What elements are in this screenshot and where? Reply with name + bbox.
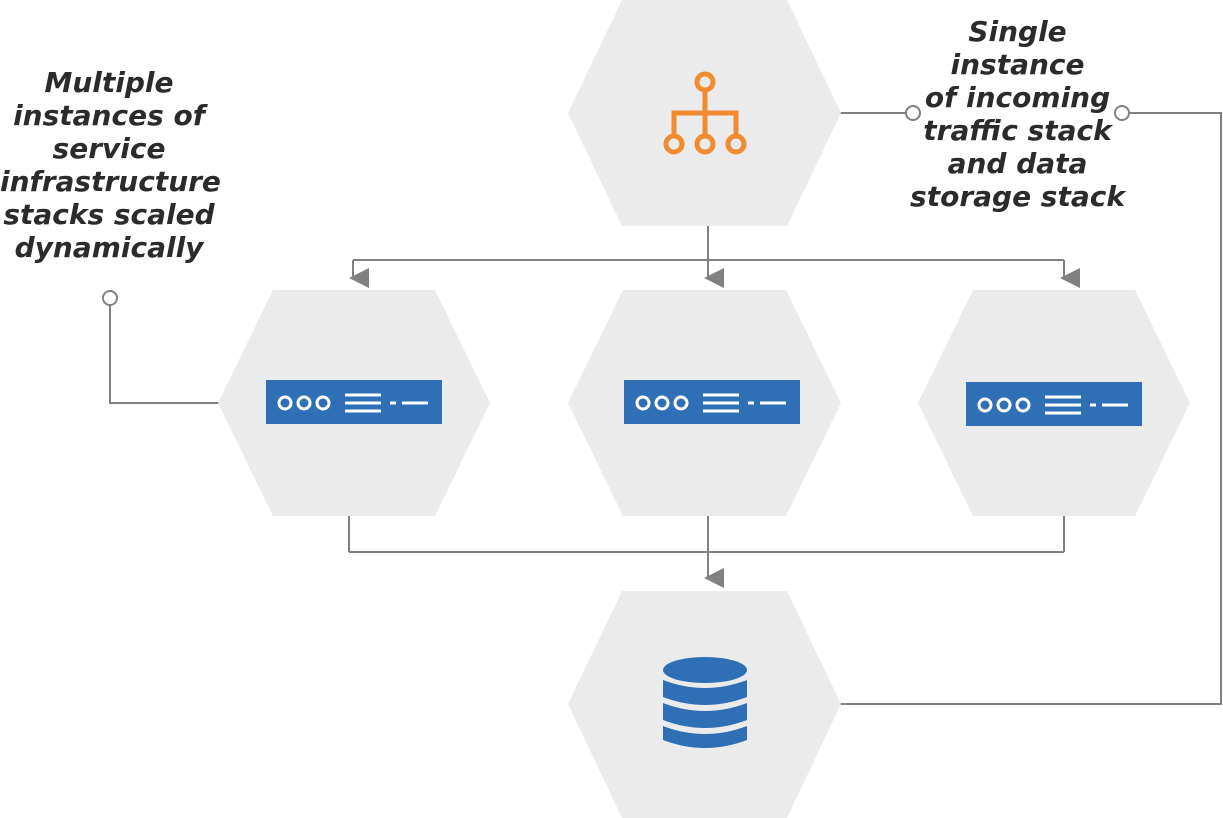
server-icon	[624, 380, 800, 424]
left-annotation-leader	[109, 305, 220, 404]
right-annotation-dot-left	[905, 105, 921, 121]
right-annotation-dot-right	[1114, 105, 1130, 121]
right-annotation-leader-bracket	[840, 112, 1222, 705]
load-balancer-icon	[663, 71, 747, 155]
annotation-line: infrastructure	[0, 165, 221, 198]
right-annotation-text: Single instance of incoming traffic stac…	[905, 15, 1130, 213]
server-icon	[266, 380, 442, 424]
annotation-line: traffic stack	[923, 114, 1112, 147]
connectors	[109, 112, 1222, 705]
annotation-line: service	[52, 132, 166, 165]
annotation-line: Multiple	[44, 66, 174, 99]
annotation-line: stacks scaled	[3, 198, 215, 231]
annotation-line: of incoming	[924, 81, 1111, 114]
server-icon	[966, 382, 1142, 426]
annotation-line: instance	[950, 48, 1085, 81]
left-annotation-dot	[102, 290, 118, 306]
annotation-line: Single	[968, 15, 1067, 48]
annotation-line: dynamically	[14, 231, 204, 264]
left-annotation-text: Multiple instances of service infrastruc…	[0, 66, 221, 264]
annotation-line: and data	[947, 147, 1088, 180]
annotation-line: instances of	[13, 99, 205, 132]
database-icon	[663, 657, 747, 748]
annotation-line: storage stack	[910, 180, 1125, 213]
